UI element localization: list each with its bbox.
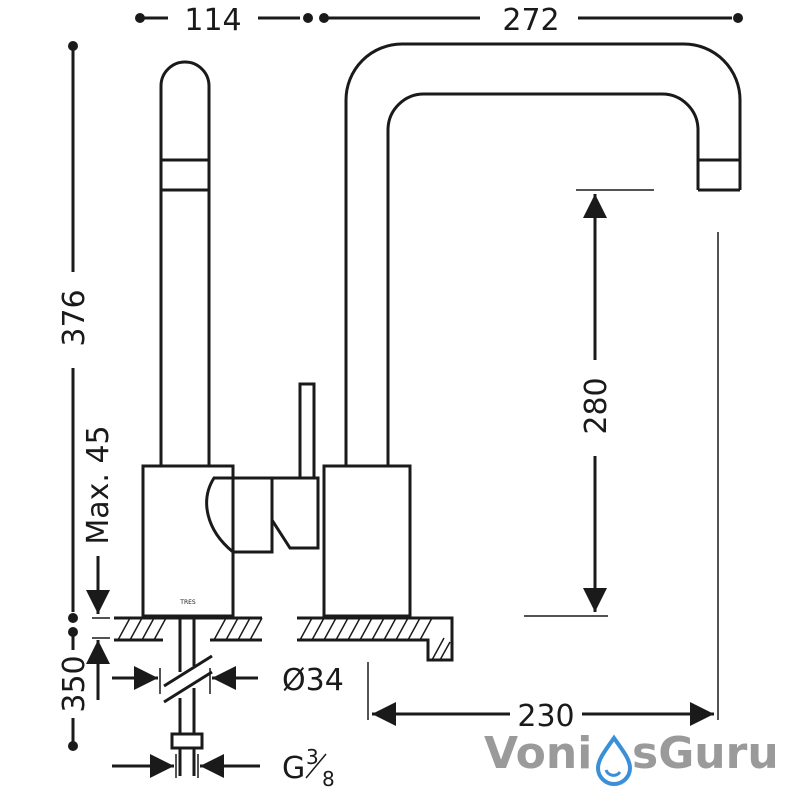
faucet-body: TRES [141, 42, 742, 618]
dim-label-connection-den: 8 [322, 767, 335, 791]
dim-label-max-45: Max. 45 [81, 425, 116, 544]
spout-height-dimension: 280 [524, 189, 654, 617]
water-drop-icon [595, 734, 633, 786]
dim-label-114: 114 [184, 3, 241, 38]
dim-label-350: 350 [57, 655, 92, 712]
dim-label-diameter: Ø34 [282, 663, 344, 698]
diameter-dimension: Ø34 [112, 663, 344, 698]
top-dimension-272: 272 [319, 3, 743, 38]
shank-and-hose [163, 618, 213, 776]
dim-label-connection: G [282, 751, 305, 786]
dim-label-230: 230 [517, 699, 574, 734]
dim-label-connection-num: 3 [306, 745, 319, 769]
watermark-text-part1: Voni [484, 728, 592, 779]
connection-dimension: G 3 8 [112, 745, 335, 791]
left-dimension-350: 350 [57, 627, 92, 751]
watermark-text-part2: sGuru [632, 728, 779, 779]
left-dimension-376: 376 [57, 41, 92, 623]
spout-reach-dimension: 230 [367, 232, 719, 734]
dim-label-272: 272 [502, 3, 559, 38]
dim-label-280: 280 [579, 377, 614, 434]
countertop [114, 616, 454, 662]
dim-label-376: 376 [57, 289, 92, 346]
watermark-logo: Voni sGuru [484, 728, 779, 786]
max-deck-dimension: Max. 45 [81, 425, 116, 700]
top-dimension-114: 114 [135, 3, 313, 38]
brand-mark: TRES [179, 599, 196, 606]
